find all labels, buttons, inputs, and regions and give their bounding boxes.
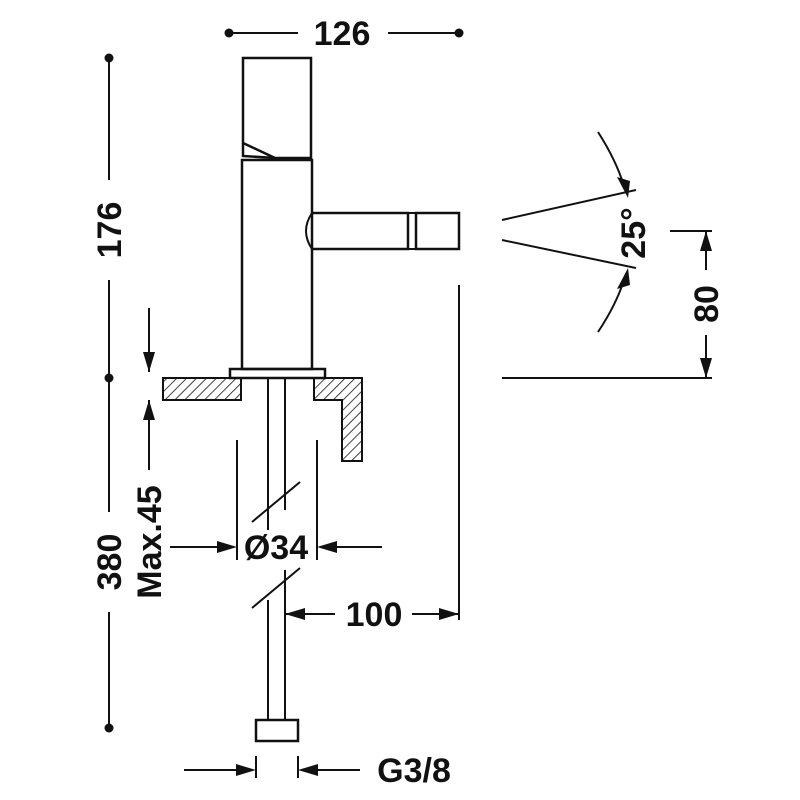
break-line (251, 567, 301, 609)
spray-ray (501, 189, 637, 221)
top-width-dimension: 126 (224, 15, 464, 53)
arrow-up-icon (700, 231, 712, 251)
countertop-left (162, 377, 242, 401)
thread-dimension: G3/8 (184, 752, 451, 790)
base-plate (228, 367, 327, 380)
height-380-label: 380 (91, 534, 129, 591)
spray-ray (501, 239, 637, 269)
max-45-label: Max.45 (131, 485, 169, 598)
angle-arc (597, 131, 625, 187)
arrow-icon (617, 177, 630, 198)
max-counter-dimension: Max.45 (131, 308, 169, 599)
supply-hose (251, 378, 301, 743)
left-height-dimension: 176 380 (91, 53, 129, 733)
arrow-right-icon (439, 608, 459, 620)
spout-height-dimension: 80 (502, 230, 726, 379)
spout-arm (312, 211, 410, 251)
angle-25-label: 25° (615, 207, 653, 258)
countertop-section (162, 377, 363, 462)
arrow-left-icon (285, 608, 305, 620)
height-80-label: 80 (688, 285, 726, 323)
diameter-dimension: Ø34 (170, 440, 382, 567)
hose-connector-nut (254, 718, 300, 743)
aerator (414, 211, 461, 251)
break-line (251, 481, 301, 523)
arrow-down-icon (700, 358, 712, 378)
arrow-icon (617, 268, 630, 289)
spray-angle-dimension: 25° (501, 131, 653, 333)
arrow-left-icon (317, 541, 337, 553)
thread-g38-label: G3/8 (377, 752, 451, 790)
width-126-label: 126 (314, 15, 371, 53)
reach-dimension: 100 (285, 285, 460, 634)
dim-endpoint-dot (104, 723, 114, 733)
arrow-right-icon (217, 541, 237, 553)
dim-endpoint-dot (454, 28, 464, 38)
arrow-up-icon (143, 400, 155, 420)
diameter-34-label: Ø34 (244, 529, 308, 567)
arrow-down-icon (143, 352, 155, 372)
spout-arm-curve (305, 212, 313, 250)
faucet-column (240, 158, 314, 371)
handle-joint (241, 143, 276, 160)
faucet-body (228, 56, 461, 380)
arrow-right-icon (236, 764, 256, 776)
lever-handle (241, 56, 313, 160)
height-176-label: 176 (91, 202, 129, 259)
arrow-left-icon (298, 764, 318, 776)
reach-100-label: 100 (346, 596, 403, 634)
countertop-right (313, 377, 363, 462)
